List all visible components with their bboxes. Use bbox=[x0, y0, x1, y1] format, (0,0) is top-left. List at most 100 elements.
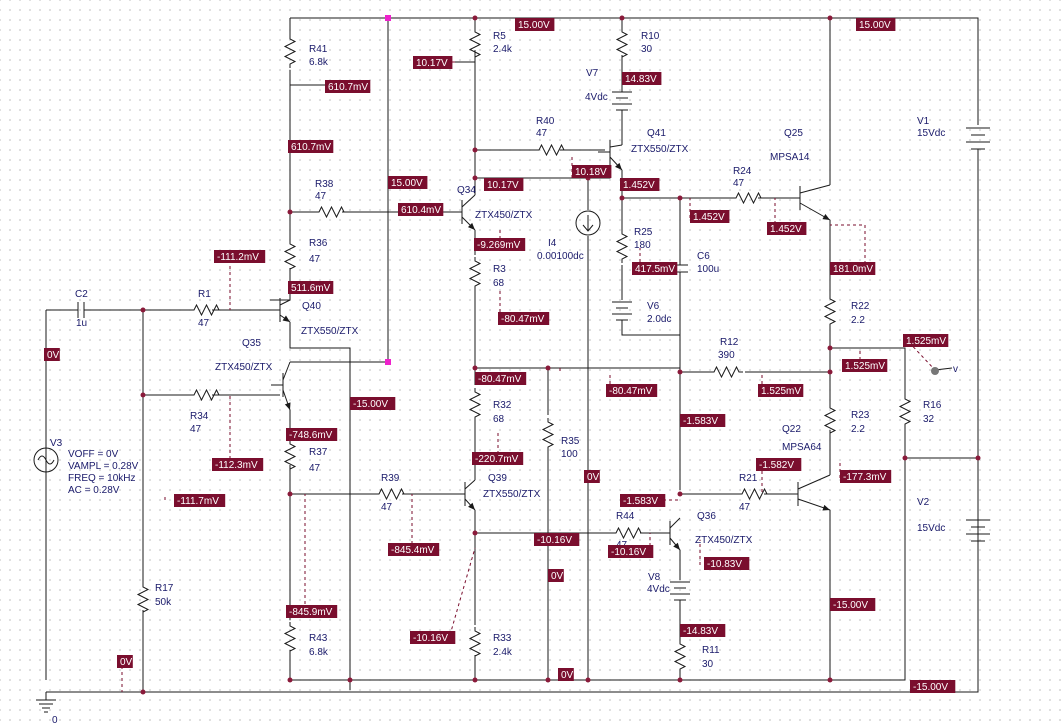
resistor-r21[interactable] bbox=[738, 487, 771, 501]
label-r38[interactable]: R38 bbox=[315, 179, 334, 190]
node-tag[interactable]: 511.6mV bbox=[288, 281, 334, 294]
resistor-r11[interactable] bbox=[673, 640, 687, 673]
label-v8[interactable]: V8 bbox=[648, 572, 661, 583]
node-tag[interactable]: -80.47mV bbox=[475, 372, 527, 385]
node-tag[interactable]: 1.525mV bbox=[758, 384, 804, 397]
node-tag[interactable]: 15.00V bbox=[515, 18, 555, 31]
resistor-r39[interactable] bbox=[375, 487, 408, 501]
node-tag[interactable]: 15.00V bbox=[856, 18, 896, 31]
node-tag[interactable]: 1.452V bbox=[767, 222, 807, 235]
battery-v7[interactable] bbox=[612, 90, 632, 115]
node-tag[interactable]: -1.583V bbox=[620, 494, 666, 507]
resistor-r38[interactable] bbox=[315, 205, 348, 219]
resistor-r3[interactable] bbox=[468, 257, 482, 290]
label-r36[interactable]: R36 bbox=[309, 238, 328, 249]
label-r10[interactable]: R10 bbox=[641, 31, 660, 42]
node-tag[interactable]: -845.9mV bbox=[286, 605, 338, 618]
node-tag[interactable]: 10.17V bbox=[484, 178, 524, 191]
node-tag[interactable]: -15.00V bbox=[350, 397, 396, 410]
node-tag[interactable]: 417.5mV bbox=[632, 262, 678, 275]
resistor-r44[interactable] bbox=[612, 526, 645, 540]
node-tag[interactable]: 1.525mV bbox=[842, 359, 888, 372]
label-r32[interactable]: R32 bbox=[493, 400, 512, 411]
label-i4[interactable]: I4 bbox=[548, 238, 557, 249]
node-tag[interactable]: 1.525mV bbox=[903, 334, 949, 347]
label-r1[interactable]: R1 bbox=[198, 289, 211, 300]
node-tag[interactable]: -10.16V bbox=[608, 545, 654, 558]
node-tag[interactable]: -111.2mV bbox=[214, 250, 266, 263]
transistor-q25[interactable] bbox=[788, 184, 831, 221]
node-tag[interactable]: -80.47mV bbox=[606, 384, 658, 397]
node-tag[interactable]: -1.583V bbox=[680, 414, 726, 427]
battery-v6[interactable] bbox=[612, 301, 632, 325]
resistor-r23[interactable] bbox=[823, 404, 837, 437]
node-tag[interactable]: -177.3mV bbox=[840, 470, 892, 483]
label-v6[interactable]: V6 bbox=[647, 301, 660, 312]
label-r24[interactable]: R24 bbox=[733, 166, 752, 177]
label-c6[interactable]: C6 bbox=[697, 251, 710, 262]
label-q34[interactable]: Q34 bbox=[457, 185, 476, 196]
transistor-q39[interactable] bbox=[453, 479, 476, 511]
resistor-r24[interactable] bbox=[732, 191, 765, 205]
transistor-q22[interactable] bbox=[786, 474, 831, 511]
node-tag[interactable]: -220.7mV bbox=[472, 452, 524, 465]
battery-v2[interactable] bbox=[966, 458, 990, 692]
node-tag[interactable]: -15.00V bbox=[910, 680, 956, 693]
node-tag[interactable]: 1.452V bbox=[620, 178, 660, 191]
resistor-r34[interactable] bbox=[190, 388, 223, 402]
label-q22[interactable]: Q22 bbox=[782, 424, 801, 435]
resistor-r41[interactable] bbox=[283, 35, 297, 68]
label-r43[interactable]: R43 bbox=[309, 633, 328, 644]
label-r33[interactable]: R33 bbox=[493, 633, 512, 644]
label-r21[interactable]: R21 bbox=[739, 473, 758, 484]
label-r23[interactable]: R23 bbox=[851, 410, 870, 421]
node-tag[interactable]: 0V bbox=[548, 569, 564, 582]
label-r44[interactable]: R44 bbox=[616, 511, 635, 522]
label-r17[interactable]: R17 bbox=[155, 583, 174, 594]
label-r37[interactable]: R37 bbox=[309, 447, 328, 458]
node-tag[interactable]: 10.17V bbox=[413, 56, 453, 69]
voltage-probe-icon[interactable]: v bbox=[931, 364, 958, 375]
resistor-r36[interactable] bbox=[283, 240, 297, 273]
node-tag[interactable]: -1.582V bbox=[756, 458, 802, 471]
node-tag[interactable]: 15.00V bbox=[388, 176, 428, 189]
resistor-r10[interactable] bbox=[615, 28, 629, 61]
current-source-i4[interactable] bbox=[575, 210, 601, 236]
resistor-r25[interactable] bbox=[615, 230, 629, 263]
transistor-q36[interactable] bbox=[658, 517, 681, 551]
node-tag[interactable]: -80.47mV bbox=[498, 312, 550, 325]
node-tag[interactable]: 610.4mV bbox=[398, 203, 444, 216]
battery-v1[interactable] bbox=[966, 127, 990, 458]
transistor-q34[interactable] bbox=[450, 194, 476, 231]
label-v2[interactable]: V2 bbox=[917, 497, 930, 508]
resistor-r17[interactable] bbox=[136, 583, 150, 616]
node-tag[interactable]: -10.83V bbox=[704, 557, 750, 570]
transistor-q40[interactable] bbox=[268, 298, 291, 323]
node-tag[interactable]: 610.7mV bbox=[288, 140, 334, 153]
resistor-r43[interactable] bbox=[283, 622, 297, 655]
label-q39[interactable]: Q39 bbox=[488, 473, 507, 484]
node-tag[interactable]: -845.4mV bbox=[388, 543, 440, 556]
label-r12[interactable]: R12 bbox=[720, 337, 739, 348]
node-tag[interactable]: 0V bbox=[44, 348, 60, 361]
resistor-r33[interactable] bbox=[468, 627, 482, 660]
battery-v8[interactable] bbox=[670, 581, 690, 605]
transistor-q35[interactable] bbox=[271, 361, 291, 411]
resistor-r12[interactable] bbox=[710, 365, 743, 379]
resistor-r5[interactable] bbox=[468, 28, 482, 61]
resistor-r1[interactable] bbox=[190, 303, 223, 317]
label-v3[interactable]: V3 bbox=[50, 438, 63, 449]
resistor-r32[interactable] bbox=[468, 388, 482, 421]
node-tag[interactable]: -14.83V bbox=[680, 624, 726, 637]
label-q40[interactable]: Q40 bbox=[302, 301, 321, 312]
node-tag[interactable]: 0V bbox=[584, 470, 600, 483]
node-tag[interactable]: 10.18V bbox=[572, 165, 612, 178]
node-tag[interactable]: -10.16V bbox=[534, 533, 580, 546]
resistor-r35[interactable] bbox=[541, 418, 555, 451]
label-r16[interactable]: R16 bbox=[923, 400, 942, 411]
node-tag[interactable]: -10.16V bbox=[410, 631, 456, 644]
resistor-r16[interactable] bbox=[898, 395, 912, 428]
label-r34[interactable]: R34 bbox=[190, 411, 209, 422]
node-tag[interactable]: 14.83V bbox=[622, 72, 662, 85]
